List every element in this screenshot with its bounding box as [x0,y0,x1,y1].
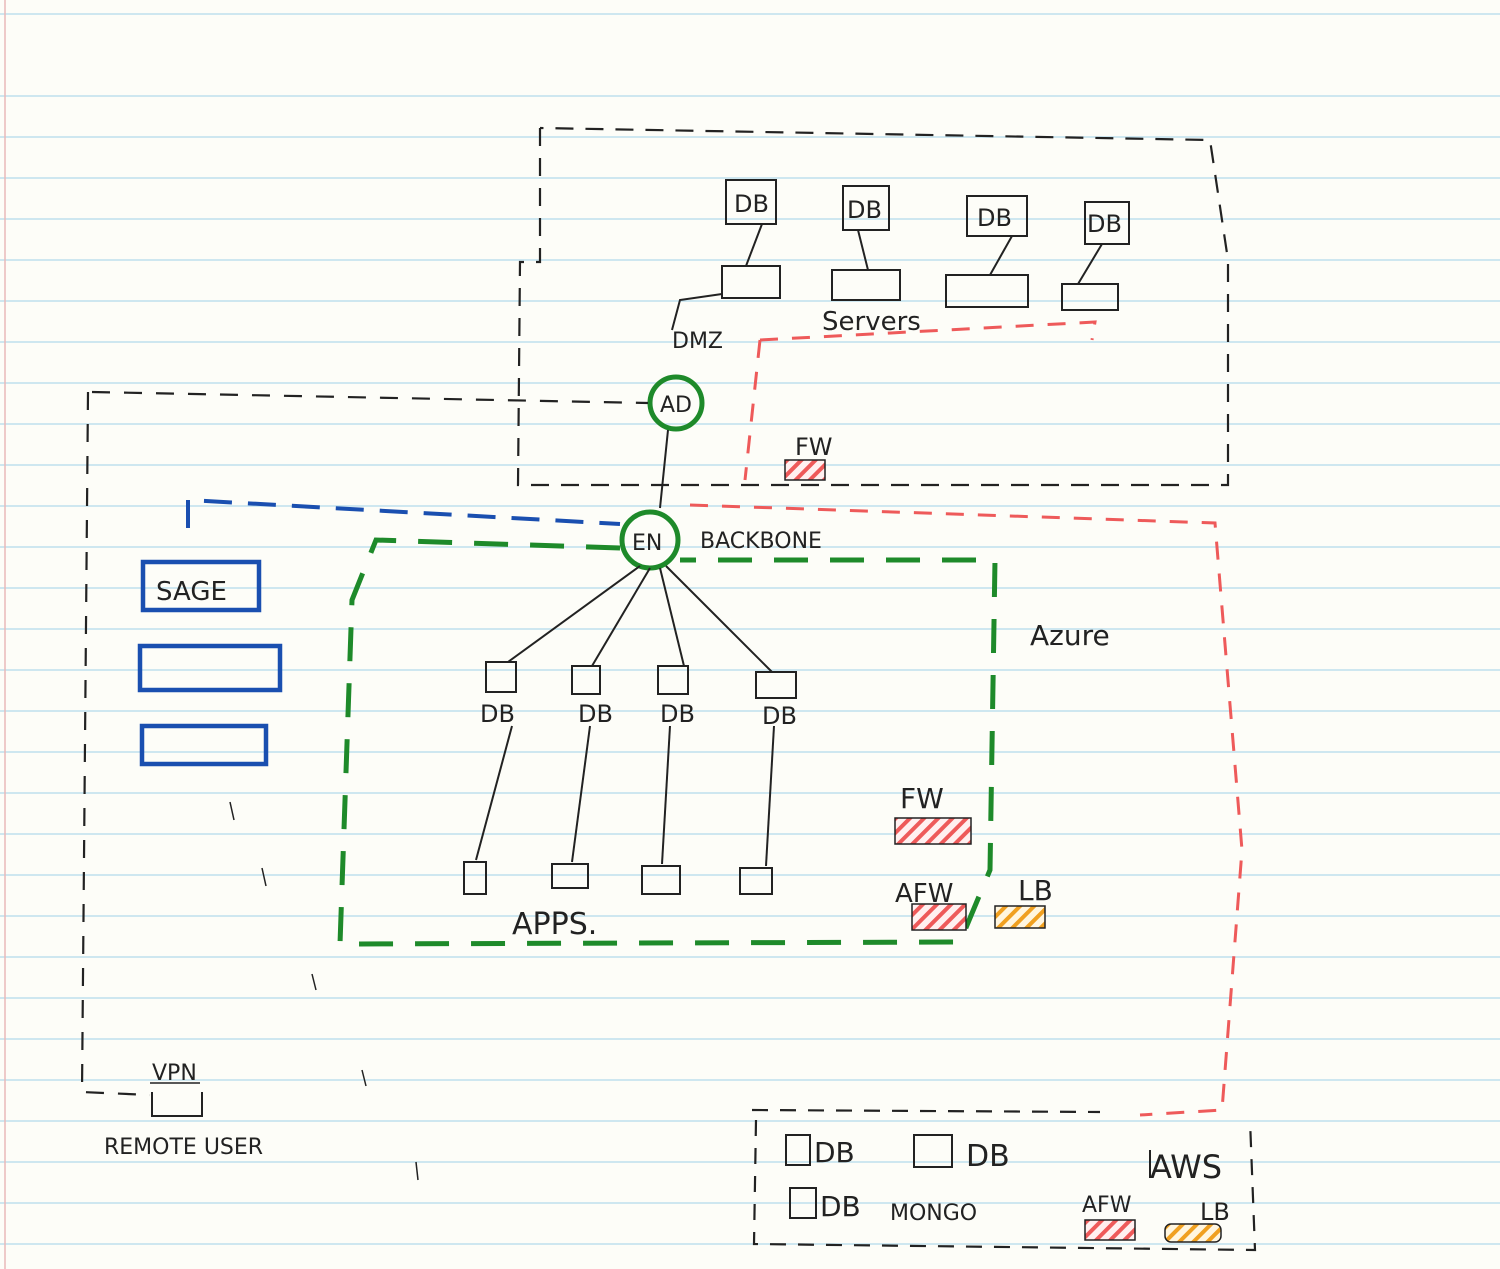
server-group [671,223,1119,331]
top-db-label-3: DB [977,204,1012,232]
top-db-label-1: DB [734,190,769,218]
backbone-label: BACKBONE [700,529,822,554]
azure-db-label-2: DB [578,700,613,728]
azure-fw-label: FW [900,782,944,815]
sage-box [140,559,262,613]
servers-label: Servers [822,307,921,337]
top-db-label-4: DB [1087,210,1122,238]
outer-left-boundary [80,390,649,1097]
server-box-3 [945,274,1029,308]
azure-db-label-3: DB [660,700,695,728]
stray-marks [229,801,419,1181]
top-fw-icon [784,459,826,481]
server-box-1 [721,265,781,299]
azure-label: Azure [1030,619,1110,652]
top-db-box-4 [1084,201,1130,245]
azure-fw-icon [894,817,972,845]
apps-label: APPS. [512,907,597,942]
ad-to-en-link [659,429,669,509]
top-db-group [725,179,1130,245]
ad-node-label: AD [660,393,692,418]
azure-db-box-3 [657,665,689,695]
azure-db-box-4 [755,671,797,699]
top-db-box-1 [725,179,777,225]
db-to-app-links [475,725,775,867]
top-db-label-2: DB [847,196,882,224]
legend-items [785,1134,953,1219]
app-group [463,861,773,895]
ad-node [647,374,705,432]
azure-db-labels: DB DB DB DB [480,700,797,730]
left-panel: SAGE [137,559,283,767]
legend-afw-label: AFW [1082,1193,1132,1218]
top-db-labels: DB DB DB DB [734,190,1122,238]
azure-db-label-1: DB [480,700,515,728]
blue-box-3 [139,723,269,767]
legend-lb-icon [1164,1223,1222,1243]
azure-db-group [485,661,797,699]
azure-db-box-2 [571,665,601,695]
blue-dashed-link [186,497,621,528]
app-box-3 [641,865,681,895]
ruled-lines [0,13,1500,1245]
legend-boundary [751,1108,1257,1252]
legend-db-label-1: DB [814,1136,855,1169]
legend-mongo-label: MONGO [890,1201,977,1226]
legend-lb-label: LB [1200,1198,1230,1226]
top-fw-label: FW [795,433,833,461]
legend-afw-icon [1084,1219,1136,1241]
en-node-label: EN [632,531,662,556]
legend-db-box-3 [789,1187,817,1219]
legend-db-box-1 [785,1134,811,1166]
azure-lb-icon [994,905,1046,929]
app-box-2 [551,863,589,889]
legend-db-box-2 [913,1134,953,1168]
blue-box-2 [137,643,283,693]
dmz-label: DMZ [672,329,723,354]
app-box-1 [463,861,487,895]
azure-db-label-4: DB [762,702,797,730]
en-to-db-links [507,565,773,673]
azure-lb-label: LB [1018,874,1053,907]
server-box-4 [1061,283,1119,311]
legend-db-label-2: DB [966,1139,1010,1174]
top-db-box-3 [966,195,1028,237]
top-db-box-2 [842,185,890,231]
legend-aws-label: AWS [1150,1148,1222,1186]
vpn-label: VPN [152,1061,197,1086]
vpn-icon [151,1092,203,1117]
azure-afw-icon [911,903,967,931]
legend-db-label-3: DB [820,1190,861,1223]
remote-user-label: REMOTE USER [104,1135,263,1160]
azure-boundary [337,537,998,947]
sage-label: SAGE [156,577,227,607]
top-zone-boundary [516,126,1230,487]
azure-db-box-1 [485,661,517,693]
app-box-4 [739,867,773,895]
server-box-2 [831,269,901,301]
red-fw-boundary [689,320,1244,1117]
